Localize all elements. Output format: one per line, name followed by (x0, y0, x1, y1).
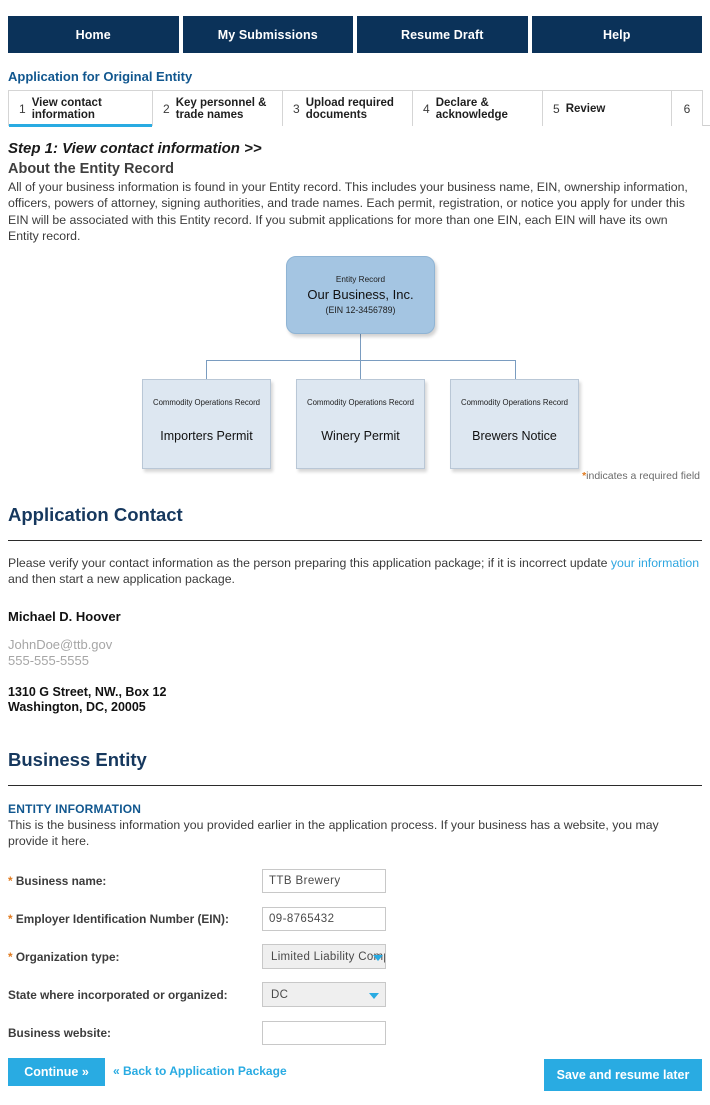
step-label: View contact information (31, 96, 102, 121)
nav-item-help[interactable]: Help (531, 16, 702, 53)
step-number: 2 (163, 101, 170, 116)
label-ein: * Employer Identification Number (EIN): (8, 912, 262, 926)
step-heading: Step 1: View contact information >> (8, 140, 262, 157)
label-text: Employer Identification Number (EIN): (15, 911, 229, 926)
section-divider (8, 784, 702, 786)
your-information-link[interactable]: your information (610, 555, 700, 570)
form-row-business-name: * Business name: (8, 862, 702, 900)
child-node-name: Winery Permit (321, 428, 400, 443)
entity-record-diagram: Entity Record Our Business, Inc. (EIN 12… (8, 253, 702, 469)
label-state-incorporated: State where incorporated or organized: (8, 988, 262, 1002)
step-tab-key-personnel-trade-names[interactable]: 2 Key personnel & trade names (152, 90, 282, 126)
section-divider (8, 539, 702, 541)
application-contact-intro: Please verify your contact information a… (8, 555, 702, 588)
required-field-note: *indicates a required field (8, 470, 702, 482)
step-label: Key personnel & trade names (175, 96, 267, 121)
diagram-node-entity-record: Entity Record Our Business, Inc. (EIN 12… (286, 255, 435, 334)
entity-information-form: * Business name: * Employer Identificati… (8, 862, 702, 1052)
contact-address-line-2: Washington, DC, 20005 (8, 699, 146, 714)
step-tab-declare-acknowledge[interactable]: 4 Declare & acknowledge (412, 90, 542, 126)
state-incorporated-select[interactable]: DC (262, 982, 386, 1008)
business-entity-title: Business Entity (8, 748, 147, 770)
connector-drop-3 (515, 359, 516, 379)
child-node-kind: Commodity Operations Record (152, 397, 261, 407)
entity-node-ein: (EIN 12-3456789) (325, 304, 396, 315)
ein-input[interactable] (262, 906, 386, 931)
required-asterisk: * (8, 873, 13, 888)
contact-email-phone: JohnDoe@ttb.gov 555-555-5555 (8, 637, 702, 669)
step-number: 3 (293, 101, 300, 116)
step-number: 4 (423, 101, 430, 116)
connector-drop-2 (360, 359, 361, 379)
contact-address: 1310 G Street, NW., Box 12 Washington, D… (8, 685, 702, 715)
step-label: Upload required documents (305, 96, 394, 121)
diagram-node-winery-permit: Commodity Operations Record Winery Permi… (296, 378, 425, 469)
nav-item-my-submissions[interactable]: My Submissions (182, 16, 353, 53)
organization-type-value: Limited Liability Company (271, 950, 385, 963)
state-incorporated-value: DC (271, 988, 289, 1001)
chevron-down-icon (369, 992, 379, 999)
step-tab-six[interactable]: 6 (671, 90, 703, 126)
child-node-name: Importers Permit (160, 428, 253, 443)
contact-name: Michael D. Hoover (8, 608, 121, 624)
diagram-node-importers-permit: Commodity Operations Record Importers Pe… (142, 378, 271, 469)
diagram-node-brewers-notice: Commodity Operations Record Brewers Noti… (450, 378, 579, 469)
child-node-name: Brewers Notice (472, 428, 557, 443)
intro-text-before: Please verify your contact information a… (8, 555, 611, 570)
step-tab-review[interactable]: 5 Review (542, 90, 671, 126)
chevron-down-icon (373, 954, 383, 961)
child-node-kind: Commodity Operations Record (460, 397, 569, 407)
required-asterisk: * (8, 949, 13, 964)
form-row-ein: * Employer Identification Number (EIN): (8, 900, 702, 938)
page-title: Application for Original Entity (8, 69, 193, 84)
required-asterisk: * (582, 469, 587, 482)
about-entity-record-body: All of your business information is foun… (8, 180, 688, 244)
about-entity-record-heading: About the Entity Record (8, 161, 174, 177)
label-text: Business name: (15, 873, 107, 888)
entity-information-subhead: ENTITY INFORMATION (8, 801, 142, 816)
top-navigation: Home My Submissions Resume Draft Help (0, 0, 710, 60)
step-tab-view-contact-information[interactable]: 1 View contact information (8, 90, 152, 127)
continue-button[interactable]: Continue » (8, 1058, 105, 1086)
step-tabs: 1 View contact information 2 Key personn… (8, 90, 710, 127)
back-to-application-package-link[interactable]: « Back to Application Package (113, 1064, 287, 1078)
label-text: Organization type: (15, 949, 120, 964)
contact-address-line-1: 1310 G Street, NW., Box 12 (8, 684, 167, 699)
connector-drop-1 (206, 359, 207, 379)
nav-item-resume-draft[interactable]: Resume Draft (357, 16, 528, 53)
connector-stem (360, 333, 361, 360)
step-label: Declare & acknowledge (435, 96, 508, 121)
label-text: Business website: (8, 1025, 111, 1040)
step-tab-upload-required-documents[interactable]: 3 Upload required documents (282, 90, 412, 126)
label-text: State where incorporated or organized: (8, 987, 228, 1002)
contact-phone: 555-555-5555 (8, 652, 89, 668)
form-row-business-website: Business website: (8, 1014, 702, 1052)
required-note-text: indicates a required field (586, 469, 700, 482)
step-number: 6 (683, 101, 691, 116)
form-footer: Continue » « Back to Application Package… (0, 1050, 710, 1105)
step-number: 1 (19, 101, 26, 116)
child-node-kind: Commodity Operations Record (306, 397, 415, 407)
label-organization-type: * Organization type: (8, 950, 262, 964)
nav-item-home[interactable]: Home (8, 16, 179, 53)
required-asterisk: * (8, 911, 13, 926)
save-and-resume-later-button[interactable]: Save and resume later (544, 1059, 702, 1091)
main-content: Step 1: View contact information >> Abou… (0, 140, 710, 1052)
label-business-website: Business website: (8, 1026, 262, 1040)
business-website-input[interactable] (262, 1020, 386, 1045)
contact-email: JohnDoe@ttb.gov (8, 636, 113, 652)
organization-type-select[interactable]: Limited Liability Company (262, 944, 386, 970)
entity-node-kind: Entity Record (335, 274, 386, 284)
step-number: 5 (553, 101, 560, 116)
entity-information-body: This is the business information you pro… (8, 817, 659, 849)
entity-node-name: Our Business, Inc. (307, 286, 414, 302)
intro-text-after: and then start a new application package… (8, 572, 235, 587)
application-contact-title: Application Contact (8, 503, 183, 525)
step-label: Review (565, 102, 606, 115)
label-business-name: * Business name: (8, 874, 262, 888)
business-name-input[interactable] (262, 868, 386, 893)
form-row-organization-type: * Organization type: Limited Liability C… (8, 938, 702, 976)
form-row-state-incorporated: State where incorporated or organized: D… (8, 976, 702, 1014)
